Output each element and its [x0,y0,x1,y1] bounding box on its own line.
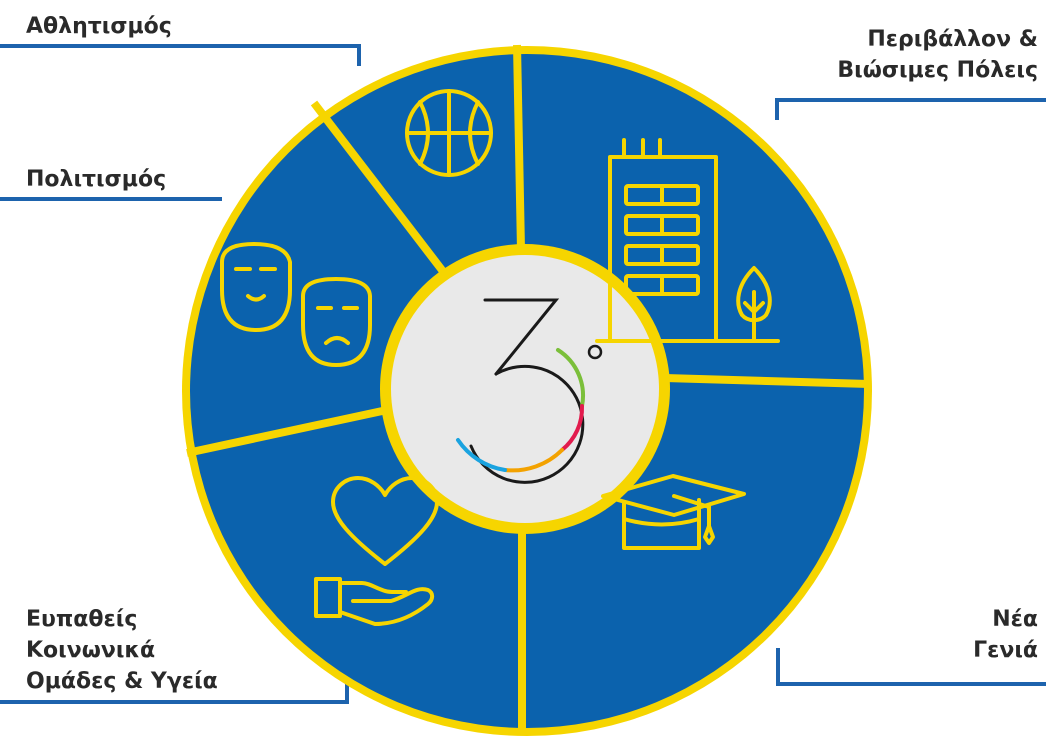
label-vulnerable-groups: Ευπαθείς Κοινωνικά Ομάδες & Υγεία [26,607,218,694]
leader-line-environment [775,98,1046,120]
divider-left [186,406,388,457]
3-degree-logo [456,298,603,484]
graduation-cap-icon [601,474,746,550]
heart-hand-icon [314,476,439,626]
leader-line-youth [776,648,1046,686]
leader-lines [0,44,1046,704]
leader-line-sports [0,44,361,66]
label-environment: Περιβάλλον & Βιώσιμες Πόλεις [837,27,1038,83]
label-sports: Αθλητισμός [26,14,172,39]
basketball-icon [405,89,493,177]
center-hub [391,255,659,523]
divider-upper-left [310,100,449,277]
label-culture: Πολιτισμός [26,167,167,192]
theatre-masks-icon [220,242,372,367]
leader-line-vulnerable [0,680,349,704]
segment-dividers [186,44,870,735]
divider-top [513,44,525,251]
divider-right [664,374,870,388]
building-tree-icon [595,138,780,343]
label-youth: Νέα Γενιά [973,607,1038,663]
